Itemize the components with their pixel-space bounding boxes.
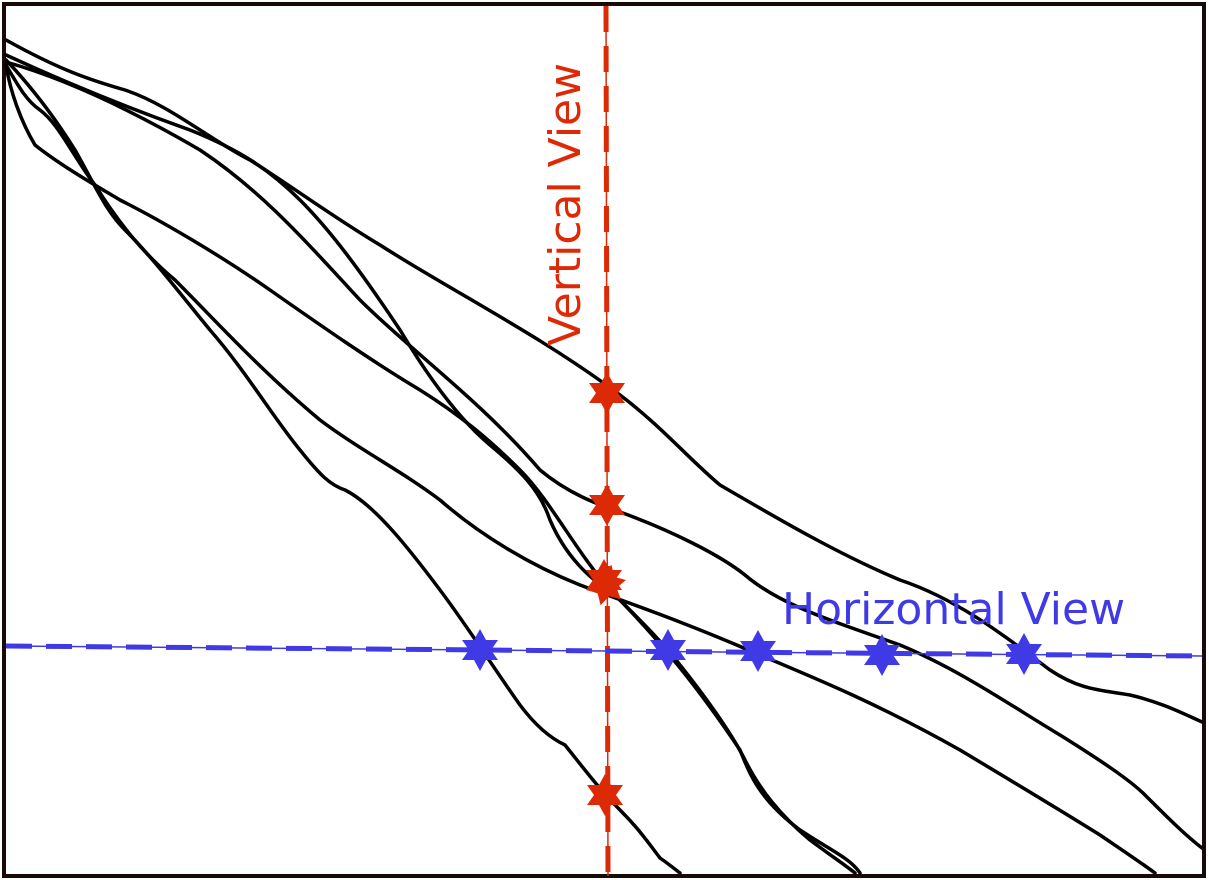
star-marker-horizontal [1006,633,1042,675]
curve-2 [4,53,862,875]
curve-3 [4,60,1204,850]
vertical-view-dashed-line [603,5,611,877]
star-marker-horizontal [462,629,498,671]
vertical-star-markers [586,372,626,816]
star-marker-vertical [589,372,625,414]
horizontal-star-markers [462,629,1042,676]
curve-5 [4,63,857,875]
star-marker-horizontal [740,630,776,672]
curve-1 [4,38,1204,724]
star-marker-horizontal [864,634,900,676]
horizontal-view-label: Horizontal View [782,584,1125,635]
star-marker-vertical [587,774,623,816]
horizontal-view-line [5,645,1203,657]
star-marker-vertical [589,484,625,526]
curve-group [4,38,1204,875]
star-marker-vertical [586,564,626,606]
star-marker-horizontal [650,629,686,671]
vertical-view-label: Vertical View [540,63,591,346]
